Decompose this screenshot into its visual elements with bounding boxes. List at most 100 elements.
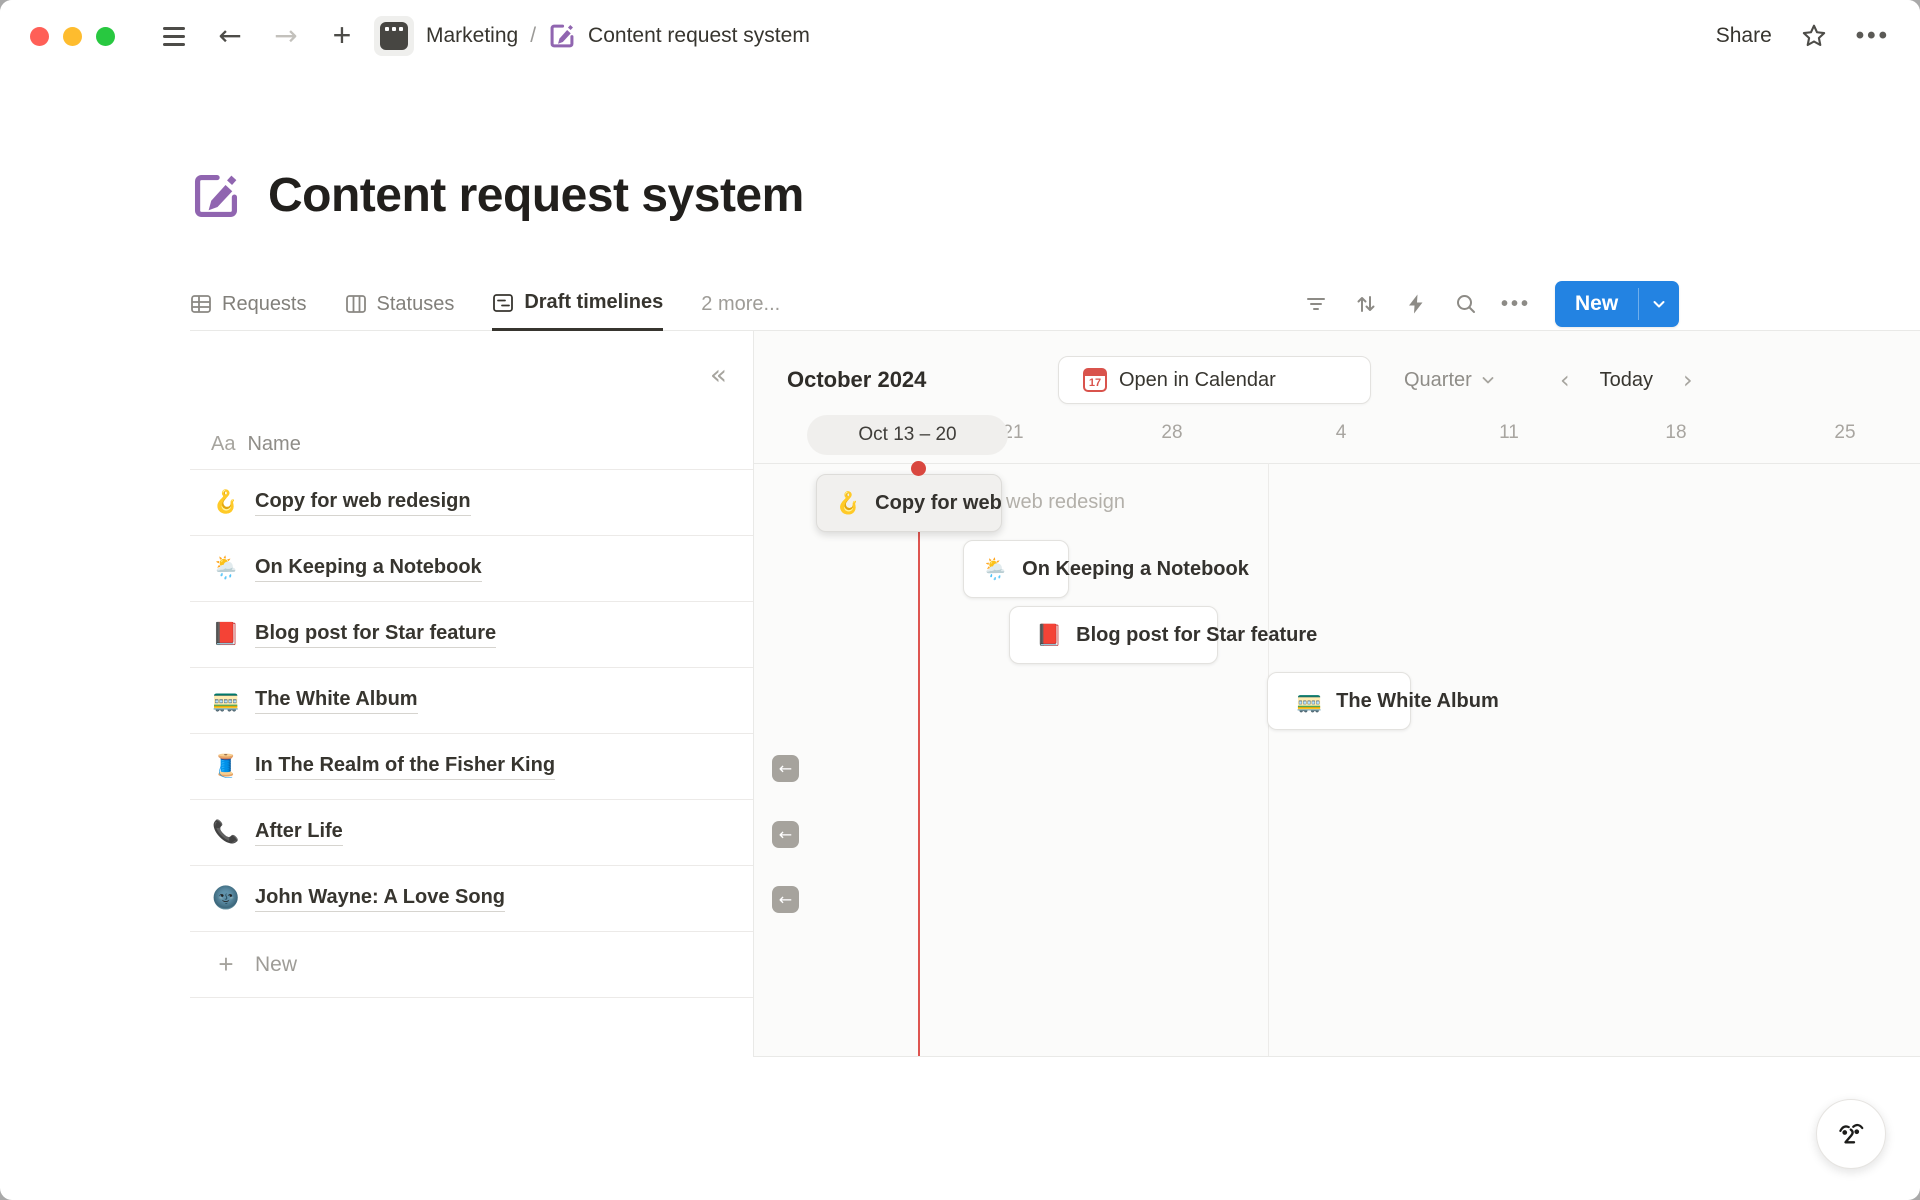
card-title: On Keeping a Notebook [1022,557,1249,580]
new-page-button[interactable]: + [326,16,358,53]
card-title: Copy for web redesign [875,491,1002,514]
tab-label: Draft timelines [524,291,664,313]
add-new-row-button[interactable]: + New [190,932,753,998]
add-new-row-label: New [255,952,298,976]
search-button[interactable] [1445,285,1487,323]
page-title[interactable]: Content request system [268,169,804,222]
automations-button[interactable] [1395,285,1437,323]
breadcrumb-teamspace[interactable] [374,16,414,56]
breadcrumb-separator: / [530,24,537,47]
close-window-button[interactable] [30,26,49,46]
tabs-divider [190,330,1920,331]
tab-statuses[interactable]: Statuses [345,277,455,331]
new-button[interactable]: New [1555,281,1680,327]
table-row[interactable]: 🧵 In The Realm of the Fisher King [190,734,753,800]
chevron-down-icon[interactable] [1639,281,1679,327]
top-bar: ← → + Marketing / Content request system… [0,0,1920,72]
table-view-icon [191,295,211,313]
breadcrumb-page-label[interactable]: Content request system [588,24,810,47]
tab-label: Requests [222,292,307,315]
timeline-card-blog-post-for-star-feature[interactable]: 📕 Blog post for Star feature [1009,606,1317,664]
timeline-panel: October 2024 17 Open in Calendar Quarter… [753,331,1920,1057]
new-button-label[interactable]: New [1575,292,1619,315]
filter-button[interactable] [1295,285,1337,323]
breadcrumb-team-label[interactable]: Marketing [426,24,519,47]
month-gridline [1268,463,1269,1056]
timeline-view-icon [493,293,514,312]
zoom-window-button[interactable] [96,26,115,46]
item-title[interactable]: In The Realm of the Fisher King [255,754,556,780]
item-emoji-icon: 📕 [1036,622,1063,647]
board-view-icon [345,295,366,313]
back-button[interactable]: ← [214,20,246,52]
scroll-left-button[interactable]: ← [772,755,799,782]
week-tick: 25 [1834,422,1856,443]
forward-button[interactable]: → [270,20,302,52]
previous-period-button[interactable]: ‹ [1560,366,1570,394]
scroll-left-button[interactable]: ← [772,821,799,848]
week-tick: 11 [1499,422,1519,443]
item-emoji-icon: 🌦️ [982,556,1009,581]
table-row[interactable]: 📕 Blog post for Star feature [190,602,753,668]
table-row[interactable]: 🌚 John Wayne: A Love Song [190,866,753,932]
table-row[interactable]: 🚃 The White Album [190,668,753,734]
more-options-icon[interactable]: ••• [1855,22,1890,49]
today-dot [911,461,926,476]
item-emoji-icon: 🧵 [212,754,240,779]
view-options-icon[interactable]: ••• [1500,292,1531,315]
tab-requests[interactable]: Requests [190,277,307,331]
table-row[interactable]: 🌦️ On Keeping a Notebook [190,536,753,602]
item-emoji-icon: 🚃 [1296,688,1323,713]
plus-icon: + [332,16,352,53]
column-header-name: Name [247,432,301,455]
favorite-star-icon[interactable] [1800,22,1828,50]
item-emoji-icon: 📞 [212,820,240,845]
traffic-lights [30,0,115,72]
table-row[interactable]: 📞 After Life [190,800,753,866]
timeline-card-on-keeping-a-notebook[interactable]: 🌦️ On Keeping a Notebook [963,540,1249,598]
today-button[interactable]: Today [1599,368,1653,391]
back-arrow-icon: ← [218,19,242,52]
sort-button[interactable] [1345,285,1387,323]
share-button[interactable]: Share [1715,24,1772,47]
teamspace-icon [380,22,408,50]
page-icon-large[interactable] [190,170,242,222]
item-emoji-icon: 🌦️ [212,556,240,581]
today-line [918,468,920,1056]
item-emoji-icon: 📕 [212,622,240,647]
item-title[interactable]: John Wayne: A Love Song [255,886,506,912]
timeline-month-label: October 2024 [787,367,927,392]
lightning-icon [1409,294,1423,314]
timeline-card-the-white-album[interactable]: 🚃 The White Album [1267,672,1499,730]
table-row[interactable]: 🪝 Copy for web redesign [190,470,753,536]
notion-ai-button[interactable] [1816,1099,1886,1169]
timeline-card-copy-for-web-redesign[interactable]: 🪝 Copy for web redesign [816,474,1002,532]
search-icon [1457,295,1475,313]
item-title[interactable]: After Life [255,820,343,846]
page-icon-small [548,22,576,50]
item-title[interactable]: Copy for web redesign [255,490,471,516]
item-emoji-icon: 🪝 [835,490,862,515]
drag-date-range-pill: Oct 13 – 20 [807,415,1008,455]
tab-label: Statuses [376,292,455,315]
card-title: Blog post for Star feature [1076,623,1318,646]
chevron-down-icon [1482,377,1494,384]
open-in-calendar-button[interactable]: 17 Open in Calendar [1058,356,1371,404]
zoom-level-label: Quarter [1404,368,1472,391]
item-title[interactable]: The White Album [255,688,418,714]
table-header[interactable]: Aa Name [190,419,753,470]
item-title[interactable]: Blog post for Star feature [255,622,497,648]
scroll-left-button[interactable]: ← [772,886,799,913]
next-period-button[interactable]: › [1682,366,1693,394]
tab-more-views[interactable]: 2 more... [701,277,780,331]
calendar-icon: 17 [1083,368,1107,392]
tab-draft-timelines[interactable]: Draft timelines [492,277,664,331]
minimize-window-button[interactable] [63,26,82,46]
sort-icon [1357,296,1375,312]
sidebar-menu-button[interactable] [158,20,190,52]
timeline-zoom-select[interactable]: Quarter [1404,331,1496,429]
breadcrumb: Marketing / Content request system [374,0,810,72]
collapse-table-icon[interactable]: « [709,358,727,391]
item-title[interactable]: On Keeping a Notebook [255,556,482,582]
